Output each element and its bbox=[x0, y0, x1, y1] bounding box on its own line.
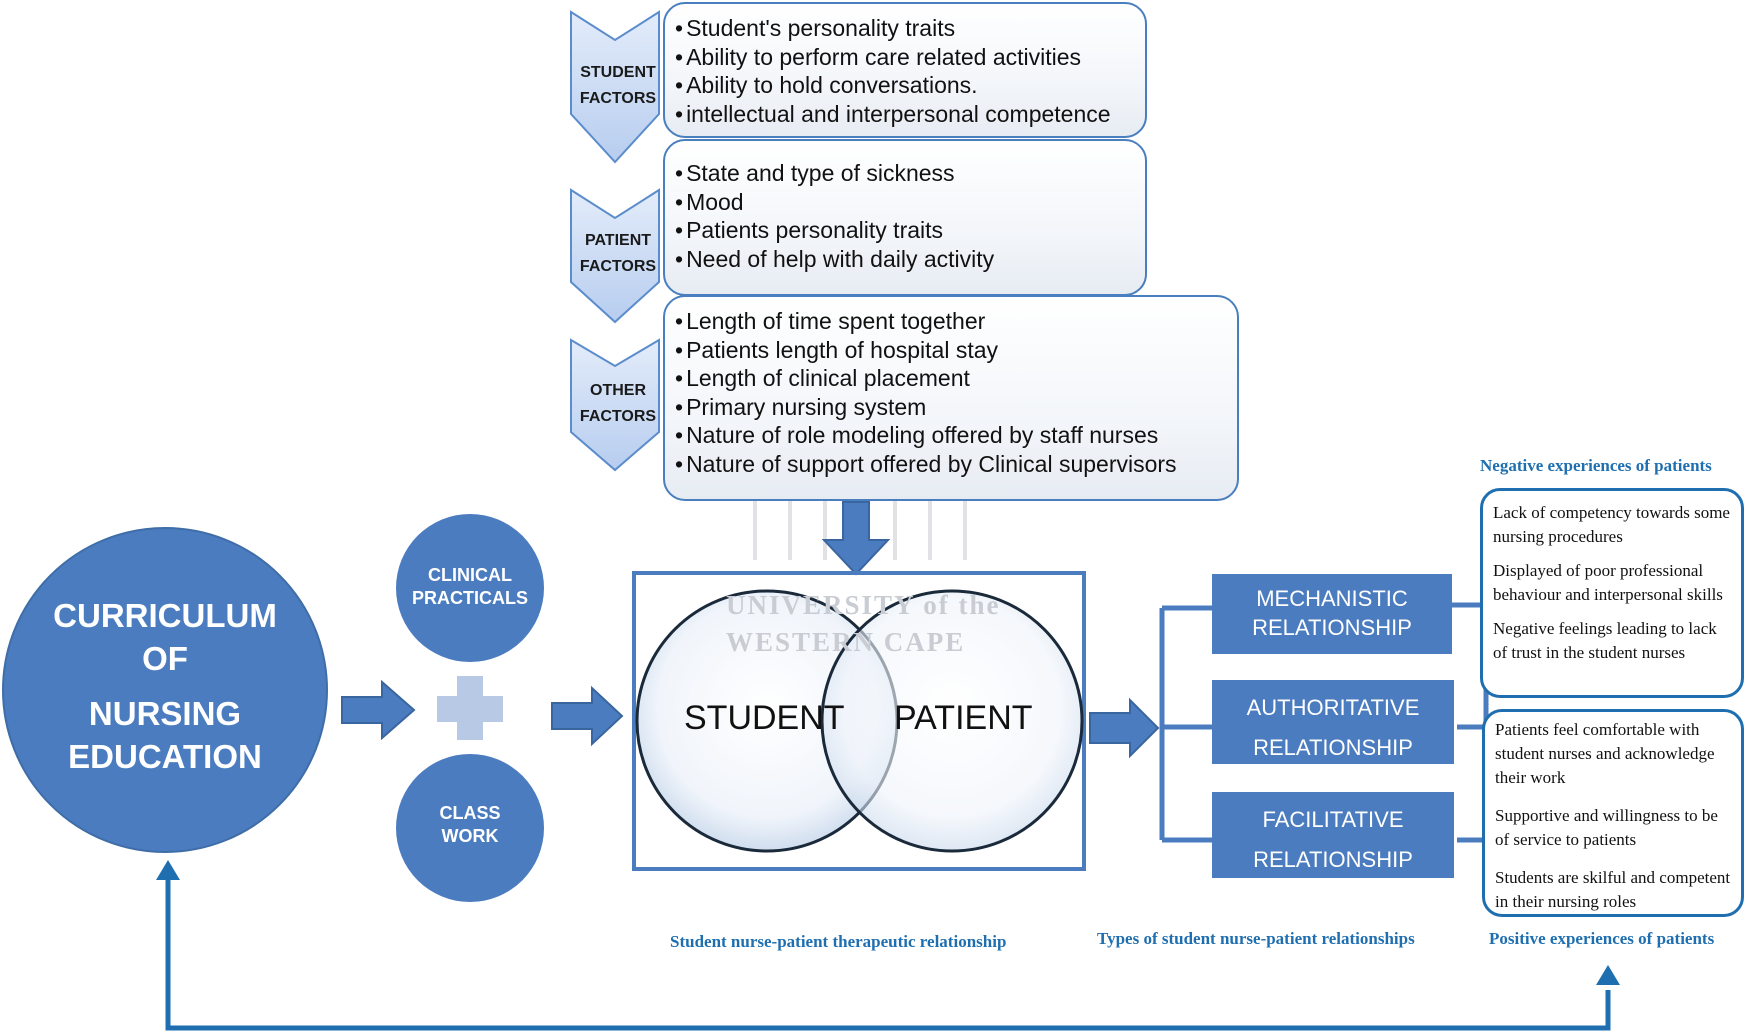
feedback-arrowhead-left bbox=[156, 860, 180, 880]
class-work-circle bbox=[396, 754, 544, 902]
facilitative-relationship-box: FACILITATIVE RELATIONSHIP bbox=[1212, 792, 1454, 878]
student-factors-label-line1: STUDENT bbox=[580, 64, 656, 81]
student-factors-box: Student's personality traits Ability to … bbox=[663, 2, 1147, 138]
factor-item: Need of help with daily activity bbox=[675, 245, 1145, 274]
factor-item: Patients personality traits bbox=[675, 216, 1145, 245]
factor-item: Student's personality traits bbox=[675, 14, 1145, 43]
patient-factors-box: State and type of sickness Mood Patients… bbox=[663, 139, 1147, 296]
venn-patient-label: PATIENT bbox=[894, 699, 1033, 737]
therapeutic-relationship-caption: Student nurse-patient therapeutic relati… bbox=[670, 932, 1007, 951]
feedback-loop-arrow bbox=[165, 876, 1611, 1031]
other-factors-label-line1: OTHER bbox=[590, 382, 646, 399]
clinical-line1: CLINICAL bbox=[428, 565, 512, 585]
student-factors-label-line2: FACTORS bbox=[579, 90, 657, 107]
curriculum-to-components-arrow bbox=[341, 679, 416, 741]
authoritative-line2: RELATIONSHIP bbox=[1253, 735, 1413, 760]
curriculum-line1: CURRICULUM bbox=[53, 597, 277, 634]
curriculum-label: CURRICULUM OF NURSING EDUCATION bbox=[30, 594, 300, 778]
curriculum-line3: NURSING bbox=[88, 695, 242, 732]
plus-icon bbox=[437, 676, 503, 740]
curriculum-circle bbox=[2, 527, 328, 853]
clinical-line2: PRACTICALS bbox=[412, 588, 528, 608]
factor-item: State and type of sickness bbox=[675, 159, 1145, 188]
factor-item: Mood bbox=[675, 188, 1145, 217]
other-factors-label: OTHER FACTORS bbox=[570, 378, 666, 430]
mechanistic-line1: MECHANISTIC bbox=[1256, 586, 1408, 611]
patient-factors-chevron bbox=[570, 188, 660, 324]
watermark-line1: UNIVERSITY of the bbox=[726, 590, 1001, 620]
positive-experiences-title: Positive experiences of patients bbox=[1489, 929, 1715, 948]
factor-item: intellectual and interpersonal competenc… bbox=[675, 100, 1145, 129]
factor-item: Ability to hold conversations. bbox=[675, 71, 1145, 100]
curriculum-line2: OF bbox=[142, 640, 188, 677]
venn-to-relationships-arrow bbox=[1089, 697, 1160, 759]
positive-experiences-box: Patients feel comfortable with student n… bbox=[1482, 709, 1744, 917]
patient-factors-label: PATIENT FACTORS bbox=[570, 228, 666, 280]
other-factors-box: Length of time spent together Patients l… bbox=[663, 295, 1239, 501]
factor-item: Length of time spent together bbox=[675, 307, 1237, 336]
mechanistic-relationship-box: MECHANISTIC RELATIONSHIP bbox=[1212, 574, 1452, 654]
patient-factors-label-line2: FACTORS bbox=[579, 258, 657, 275]
relationship-types-caption: Types of student nurse-patient relations… bbox=[1097, 929, 1415, 948]
factor-item: Primary nursing system bbox=[675, 393, 1237, 422]
class-line1: CLASS bbox=[439, 803, 501, 823]
class-work-label: CLASS WORK bbox=[400, 802, 540, 848]
factor-item: Nature of support offered by Clinical su… bbox=[675, 450, 1237, 479]
facilitative-line2: RELATIONSHIP bbox=[1253, 847, 1413, 872]
negative-experience-item: Lack of competency towards some nursing … bbox=[1493, 503, 1730, 546]
factors-down-arrow bbox=[821, 501, 891, 576]
venn-student-label: STUDENT bbox=[684, 699, 845, 737]
factor-item: Ability to perform care related activiti… bbox=[675, 43, 1145, 72]
patient-circle bbox=[820, 589, 1084, 853]
factor-item: Nature of role modeling offered by staff… bbox=[675, 421, 1237, 450]
mechanistic-line2: RELATIONSHIP bbox=[1252, 615, 1412, 640]
clinical-practicals-circle bbox=[396, 514, 544, 662]
components-to-venn-arrow bbox=[551, 685, 624, 747]
factor-item: Length of clinical placement bbox=[675, 364, 1237, 393]
class-line2: WORK bbox=[441, 826, 499, 846]
student-factors-chevron bbox=[570, 10, 660, 164]
negative-experiences-title: Negative experiences of patients bbox=[1480, 456, 1712, 475]
negative-experience-item: Displayed of poor professional behaviour… bbox=[1493, 561, 1723, 604]
positive-experience-item: Supportive and willingness to be of serv… bbox=[1495, 806, 1718, 849]
feedback-arrowhead-right bbox=[1596, 965, 1620, 985]
curriculum-line4: EDUCATION bbox=[68, 738, 262, 775]
other-factors-chevron bbox=[570, 338, 660, 472]
factor-item: Patients length of hospital stay bbox=[675, 336, 1237, 365]
positive-experience-item: Students are skilful and competent in th… bbox=[1495, 868, 1731, 911]
facilitative-line1: FACILITATIVE bbox=[1262, 807, 1404, 832]
relationships-left-bracket bbox=[1159, 605, 1212, 843]
negative-experience-item: Negative feelings leading to lack of tru… bbox=[1493, 619, 1717, 662]
therapeutic-relationship-box bbox=[632, 571, 1086, 871]
negative-experiences-box: Lack of competency towards some nursing … bbox=[1480, 488, 1744, 698]
student-factors-label: STUDENT FACTORS bbox=[570, 60, 666, 112]
authoritative-line1: AUTHORITATIVE bbox=[1246, 695, 1420, 720]
patient-factors-label-line1: PATIENT bbox=[584, 232, 652, 249]
other-factors-label-line2: FACTORS bbox=[579, 408, 657, 425]
positive-experience-item: Patients feel comfortable with student n… bbox=[1495, 720, 1715, 787]
clinical-practicals-label: CLINICAL PRACTICALS bbox=[400, 564, 540, 610]
watermark-line2: WESTERN CAPE bbox=[726, 627, 966, 657]
authoritative-relationship-box: AUTHORITATIVE RELATIONSHIP bbox=[1212, 680, 1454, 764]
